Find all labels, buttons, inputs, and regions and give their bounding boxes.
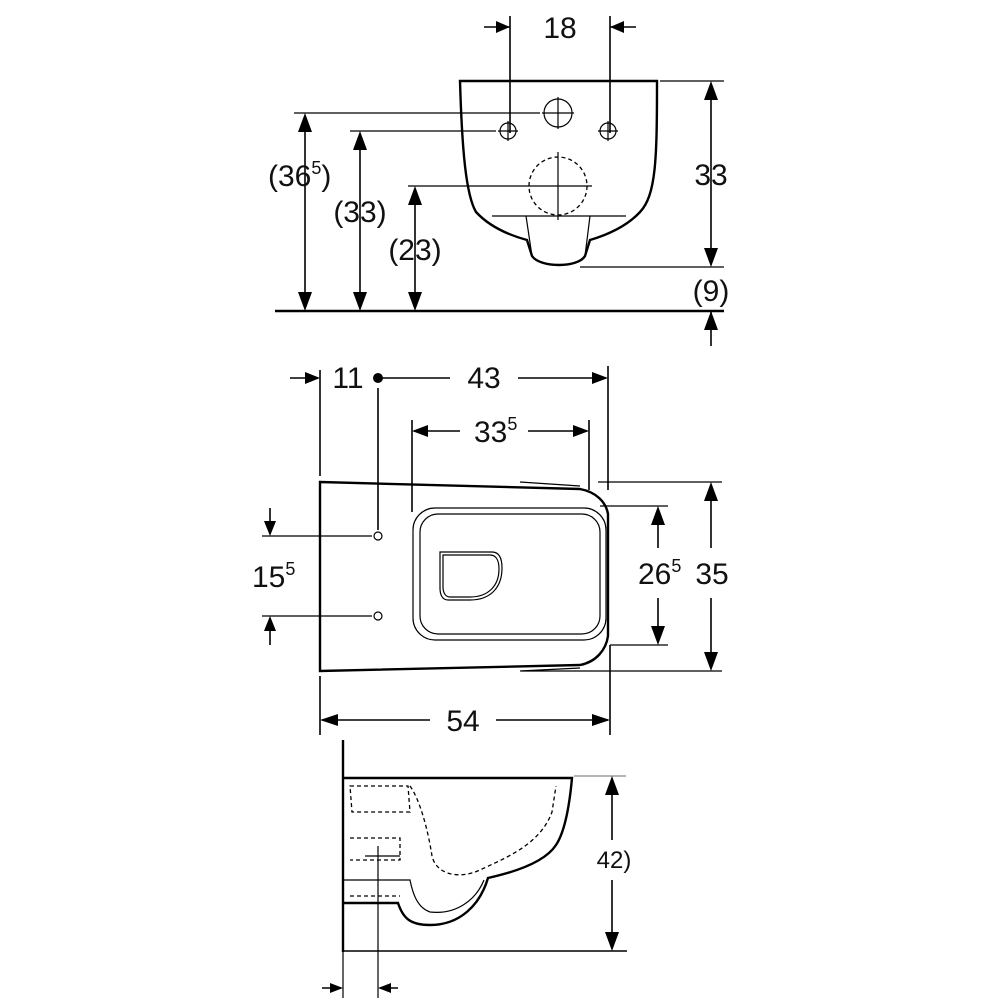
top-view: 11 43 335 155 xyxy=(252,362,729,738)
dim-35-label: 35 xyxy=(695,558,728,591)
dim-36-5-label: (365) xyxy=(268,158,331,193)
dim-23-label: (23) xyxy=(388,234,441,267)
front-view: 18 (365) (33) (2 xyxy=(268,12,729,346)
top-bowl-outline xyxy=(318,480,610,673)
fix-hole-top xyxy=(373,531,383,541)
seat-outline xyxy=(412,507,607,641)
dim-11-label: 11 xyxy=(332,362,363,395)
dim-33-right-label: 33 xyxy=(694,159,727,192)
dim-43-label: 43 xyxy=(467,362,500,395)
dim-33-5-label: 335 xyxy=(474,414,517,449)
fix-hole-bottom xyxy=(373,611,383,621)
dim-18-label: 18 xyxy=(543,12,576,45)
bowl-opening xyxy=(439,551,503,601)
side-view: 42) xyxy=(322,740,631,998)
dim-9-label: (9) xyxy=(693,275,730,308)
dim-42-label: 42) xyxy=(597,847,632,874)
dim-15-5-label: 155 xyxy=(252,559,295,594)
dim-33-left-label: (33) xyxy=(333,196,386,229)
dim-26-5-label: 265 xyxy=(638,556,681,591)
dim-54-label: 54 xyxy=(446,705,479,738)
side-bowl-outline xyxy=(343,776,574,927)
front-bowl-outline xyxy=(458,79,659,267)
